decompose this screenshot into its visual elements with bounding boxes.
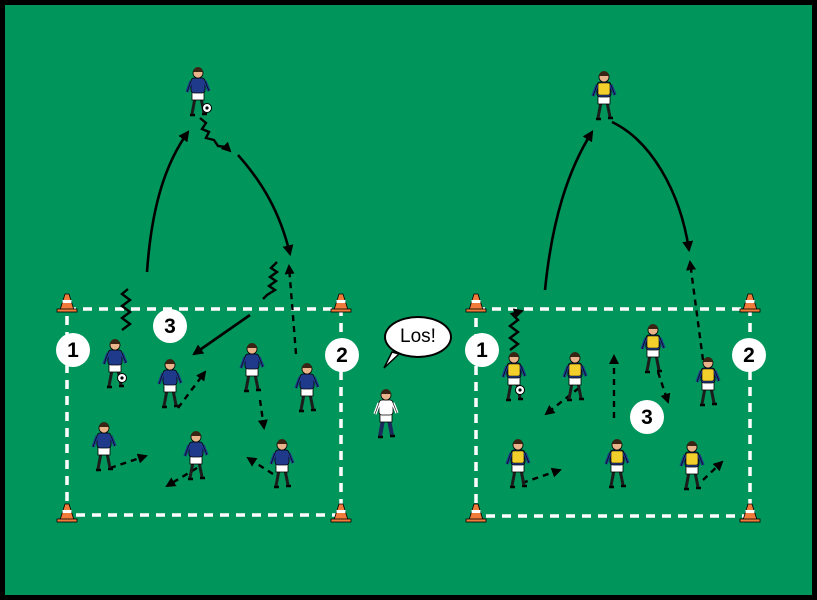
soccer-player-icon [501, 352, 527, 402]
group-label-2: 2 [325, 338, 359, 372]
pass-arrow-dashed [521, 467, 562, 485]
pitch-field [5, 5, 812, 595]
pass-arrow [192, 313, 251, 356]
pass-arrow-dashed [686, 260, 705, 361]
right-drill-square [474, 307, 752, 518]
soccer-player-icon [294, 363, 320, 413]
soccer-player-icon [591, 71, 617, 121]
pass-arrow-dashed [177, 370, 207, 409]
run-arrow [237, 154, 294, 257]
left-drill-square [65, 307, 343, 517]
group-label-3: 3 [630, 400, 664, 434]
soccer-player-icon [640, 324, 666, 374]
soccer-player-icon [239, 343, 265, 393]
soccer-player-icon [183, 431, 209, 481]
coach-command: Los! [400, 326, 436, 347]
soccer-player-icon [505, 439, 531, 489]
run-arrow [145, 130, 190, 273]
run-arrow [611, 120, 694, 253]
soccer-player-icon [157, 359, 183, 409]
pass-arrow-dashed [702, 460, 724, 481]
group-label-1: 1 [465, 333, 499, 367]
pass-arrow-dashed [257, 399, 268, 430]
soccer-player-icon [269, 439, 295, 489]
dribble-arrow [508, 308, 524, 351]
soccer-player-icon [102, 339, 128, 389]
coach-icon [373, 389, 399, 439]
dribble-arrow [120, 288, 132, 331]
pass-arrow-dashed [246, 456, 274, 476]
pass-arrow-dashed [284, 263, 298, 355]
speech-bubble-icon: Los! [384, 316, 452, 358]
group-label-1: 1 [56, 333, 90, 367]
soccer-ball-icon [117, 373, 127, 383]
soccer-player-icon [695, 357, 721, 407]
soccer-ball-icon [515, 385, 525, 395]
dribble-arrow [262, 261, 280, 300]
soccer-player-icon [562, 352, 588, 402]
soccer-player-icon [185, 67, 212, 117]
speech-bubble-tail [383, 351, 401, 369]
soccer-player-icon [604, 439, 630, 489]
pass-arrow-dashed [656, 371, 671, 404]
group-label-3: 3 [153, 309, 187, 343]
soccer-player-icon [679, 441, 705, 491]
soccer-player-icon [91, 422, 117, 472]
run-arrow [543, 130, 594, 291]
group-label-2: 2 [732, 338, 766, 372]
dribble-arrow [199, 117, 232, 153]
pass-arrow-dashed [544, 387, 580, 416]
soccer-ball-icon [202, 103, 212, 113]
